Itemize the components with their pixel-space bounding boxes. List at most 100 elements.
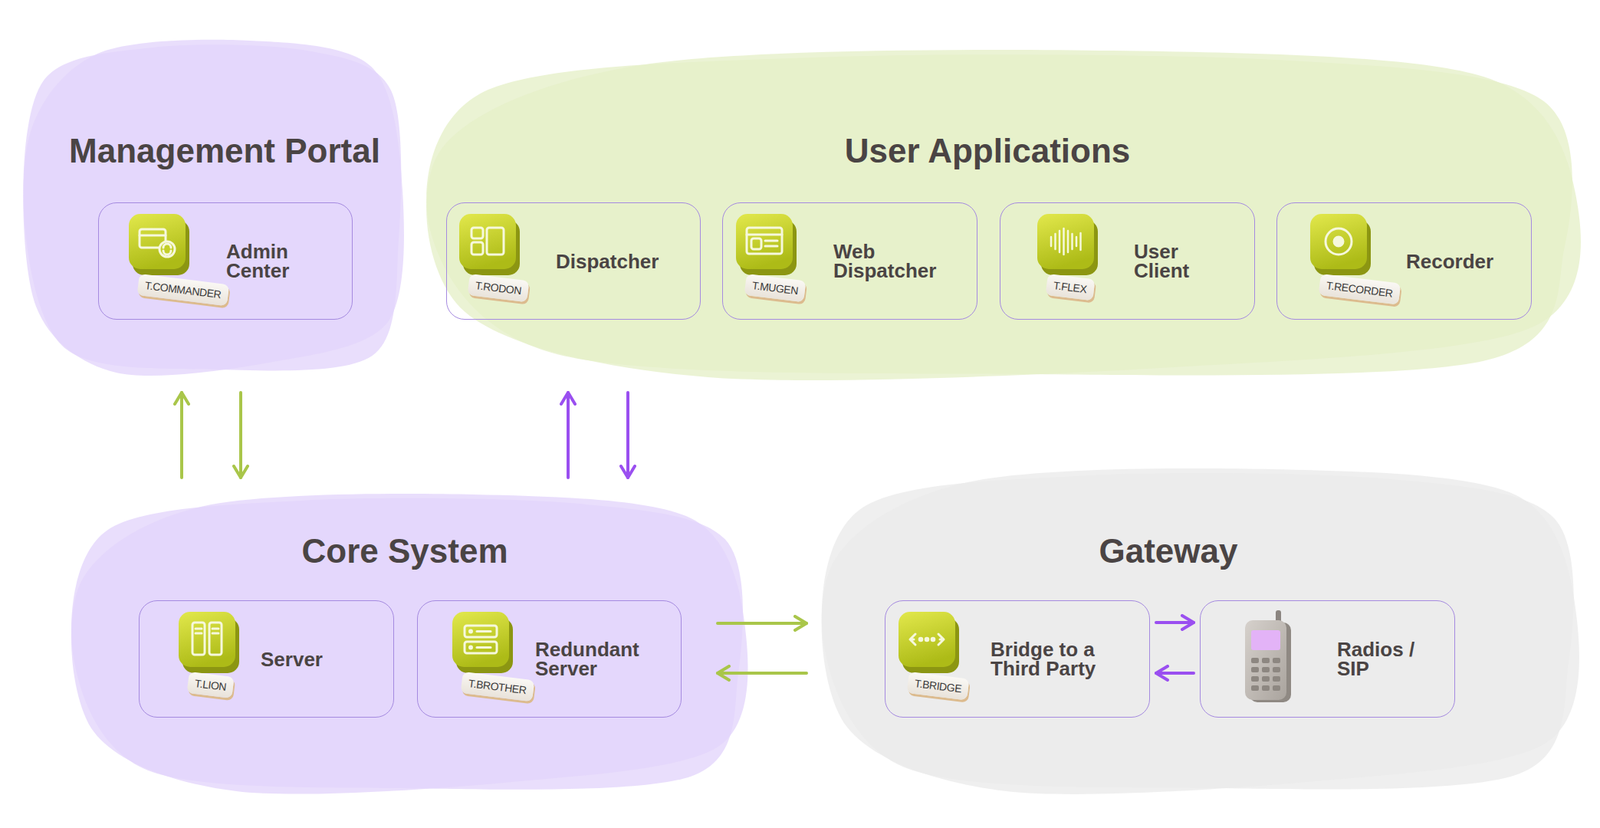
component-icon: [898, 611, 966, 680]
flow-arrow: [717, 621, 807, 625]
icon-glyph: [746, 227, 782, 254]
glyph-part: [1050, 236, 1053, 247]
glyph-part: [195, 627, 202, 631]
group-title: Management Portal: [68, 131, 381, 171]
icon-glyph: [471, 227, 504, 255]
glyph-part: [212, 627, 219, 631]
component-name: Admin Center: [226, 242, 311, 281]
phone-key: [1261, 676, 1270, 682]
component-tag: T.RECORDER: [1318, 273, 1402, 306]
component-icon: [735, 213, 804, 282]
glyph-part: [1071, 233, 1074, 250]
glyph-part: [476, 646, 491, 649]
glyph-part: [159, 241, 175, 257]
glyph-part: [486, 227, 504, 255]
icon-face: [735, 213, 793, 270]
glyph-part: [751, 238, 762, 250]
group-outline: [20, 40, 403, 373]
flow-arrow: [566, 392, 570, 478]
glyph-part: [464, 625, 497, 638]
glyph-part: [192, 622, 205, 655]
glyph-part: [910, 634, 944, 645]
icon-glyph: [139, 229, 175, 257]
glyph-part: [471, 227, 483, 239]
glyph-part: [212, 632, 219, 635]
glyph-part: [1054, 233, 1057, 250]
phone-screen: [1251, 630, 1281, 651]
component-tag: T.FLEX: [1045, 273, 1095, 301]
phone-key: [1272, 666, 1281, 673]
component-tag: T.RODON: [467, 273, 530, 303]
component-box: Redundant ServerT.BROTHER: [417, 600, 682, 718]
phone-key: [1272, 685, 1281, 691]
glyph-part: [1062, 228, 1065, 255]
component-tag: T.COMMANDER: [137, 273, 230, 306]
glyph-part: [139, 234, 166, 237]
component-box: Radios / SIP: [1199, 600, 1456, 718]
flow-arrow: [239, 392, 243, 478]
glyph-part: [931, 637, 935, 641]
component-box: Bridge to a Third PartyT.BRIDGE: [884, 600, 1150, 718]
group-title: Core System: [301, 532, 508, 571]
glyph-part: [476, 630, 491, 633]
component-box: RecorderT.RECORDER: [1276, 202, 1532, 320]
glyph-part: [464, 641, 497, 654]
glyph-part: [1325, 228, 1352, 255]
icon-face: [452, 611, 510, 667]
component-box: Admin CenterT.COMMANDER: [98, 202, 353, 320]
phone-key: [1272, 657, 1281, 664]
component-name: Bridge to a Third Party: [990, 640, 1129, 679]
flow-arrow: [717, 671, 807, 675]
component-name: User Client: [1133, 242, 1211, 281]
flow-arrow: [180, 392, 184, 478]
phone-key: [1251, 666, 1259, 673]
flow-arrow: [1156, 620, 1194, 625]
flow-arrow: [1156, 671, 1194, 675]
group-region: User ApplicationsDispatcherT.RODONWeb Di…: [418, 50, 1577, 378]
phone-body: [1245, 620, 1287, 700]
glyph-part: [195, 632, 202, 635]
component-tag: T.MUGEN: [744, 273, 807, 303]
component-name: Server: [260, 649, 384, 669]
glyph-part: [1079, 233, 1082, 250]
group-region: Management PortalAdmin CenterT.COMMANDER: [20, 40, 403, 373]
group-blob: [71, 493, 749, 795]
group-blob: [821, 468, 1580, 795]
icon-glyph: [192, 622, 222, 655]
group-blob: [426, 49, 1581, 381]
phone-key: [1272, 676, 1281, 682]
component-name: Redundant Server: [535, 640, 651, 679]
icon-face: [459, 213, 516, 270]
flow-arrow: [626, 392, 630, 478]
component-name: Recorder: [1406, 251, 1529, 271]
group-blob: [22, 39, 405, 376]
icon-face: [178, 611, 236, 667]
glyph-part: [469, 646, 473, 649]
glyph-part: [746, 227, 782, 254]
icon-face: [1037, 213, 1095, 270]
glyph-part: [209, 622, 222, 655]
glyph-part: [1058, 230, 1062, 253]
glyph-part: [1333, 236, 1344, 247]
component-icon: [459, 213, 527, 282]
icon-face: [128, 213, 186, 270]
component-name: Dispatcher: [555, 251, 679, 271]
glyph-part: [746, 233, 782, 237]
component-name: Radios / SIP: [1337, 640, 1430, 679]
glyph-part: [765, 245, 778, 248]
glyph-part: [471, 242, 483, 255]
glyph-part: [919, 637, 923, 641]
icon-glyph: [1325, 228, 1352, 255]
phone-key: [1251, 676, 1259, 682]
phone-icon: [1243, 610, 1298, 706]
icon-glyph: [464, 625, 497, 654]
component-icon: [128, 213, 197, 282]
component-name: Web Dispatcher: [833, 242, 949, 281]
phone-key: [1251, 657, 1259, 664]
component-icon: [452, 611, 520, 680]
icon-face: [1310, 213, 1367, 270]
glyph-part: [925, 637, 929, 641]
glyph-part: [1067, 230, 1070, 253]
